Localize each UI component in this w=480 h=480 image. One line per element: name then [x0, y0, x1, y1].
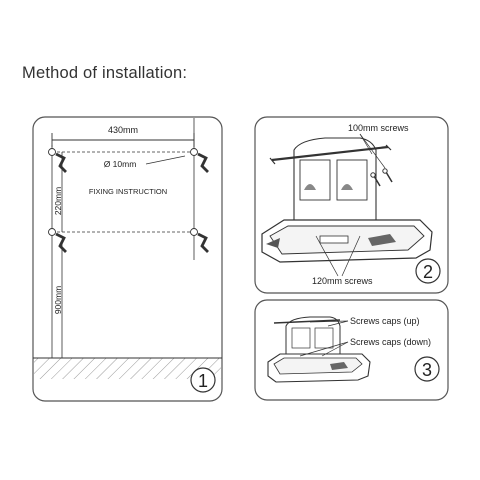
diameter-label: Ø 10mm: [104, 159, 137, 169]
step-1-number: 1: [198, 371, 208, 391]
installed-unit: [267, 316, 371, 383]
page-title: Method of installation:: [22, 64, 188, 82]
drill-hole-icon: [190, 228, 209, 253]
caps-down-label: Screws caps (down): [350, 337, 431, 347]
screws-120mm-label: 120mm screws: [312, 276, 373, 286]
panel-1-fixing: 430mm Ø 10mm FIXING INSTRUCTION: [32, 116, 223, 402]
drill-hole-icon: [190, 148, 209, 173]
width-label: 430mm: [108, 125, 138, 135]
height2-label: 900mm: [53, 286, 63, 314]
screws-100mm-label: 100mm screws: [348, 123, 409, 133]
panel-3-frame: [254, 299, 449, 401]
height1-label: 220mm: [53, 187, 63, 215]
fixing-caption: FIXING INSTRUCTION: [89, 187, 167, 196]
changing-tray: [261, 219, 433, 263]
panel-2-frame: [254, 116, 449, 294]
back-plate: [293, 137, 377, 221]
screw-icon: [370, 172, 381, 187]
step-2-badge: [415, 258, 441, 284]
screw-icon: [382, 168, 393, 183]
floor-hatch: [34, 358, 221, 379]
caps-up-label: Screws caps (up): [350, 316, 420, 326]
step-3-number: 3: [422, 360, 432, 380]
step-2-number: 2: [423, 262, 433, 282]
step-3-badge: [414, 356, 440, 382]
panel-1-frame: [32, 116, 223, 402]
panel-2-screws: 100mm screws 120mm screws 2: [254, 116, 449, 294]
panel-3-caps: Screws caps (up) Screws caps (down) 3: [254, 299, 449, 401]
top-bar: [271, 145, 389, 162]
step-1-badge: [190, 367, 216, 393]
